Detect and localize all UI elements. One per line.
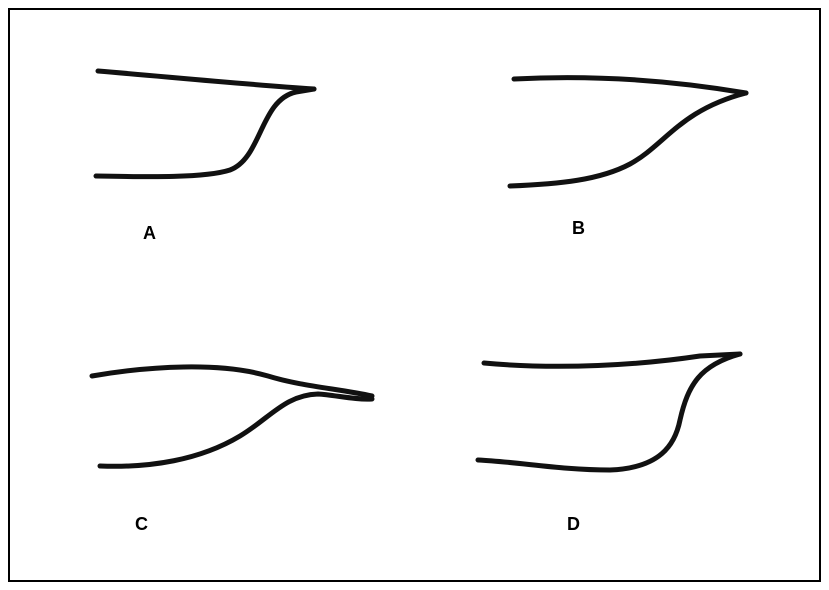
- figure-a-top-line: [98, 71, 314, 89]
- figure-d-lower-curve: [478, 354, 740, 470]
- figure-a-label: A: [143, 224, 156, 242]
- figure-b-outline: [510, 78, 746, 186]
- figure-d-label: D: [567, 515, 580, 533]
- figure-b-lower-curve: [510, 93, 746, 186]
- figure-c-lower-curve: [100, 394, 372, 466]
- figure-c-outline: [92, 367, 372, 466]
- figure-a-lower-curve: [96, 89, 314, 177]
- figure-a-outline: [96, 71, 314, 177]
- figure-c-label: C: [135, 515, 148, 533]
- figure-b-top-line: [514, 78, 746, 93]
- figure-d-top-line: [484, 354, 740, 366]
- figure-d-outline: [478, 354, 740, 470]
- figure-c-top-line: [92, 367, 372, 396]
- figure-b-label: B: [572, 219, 585, 237]
